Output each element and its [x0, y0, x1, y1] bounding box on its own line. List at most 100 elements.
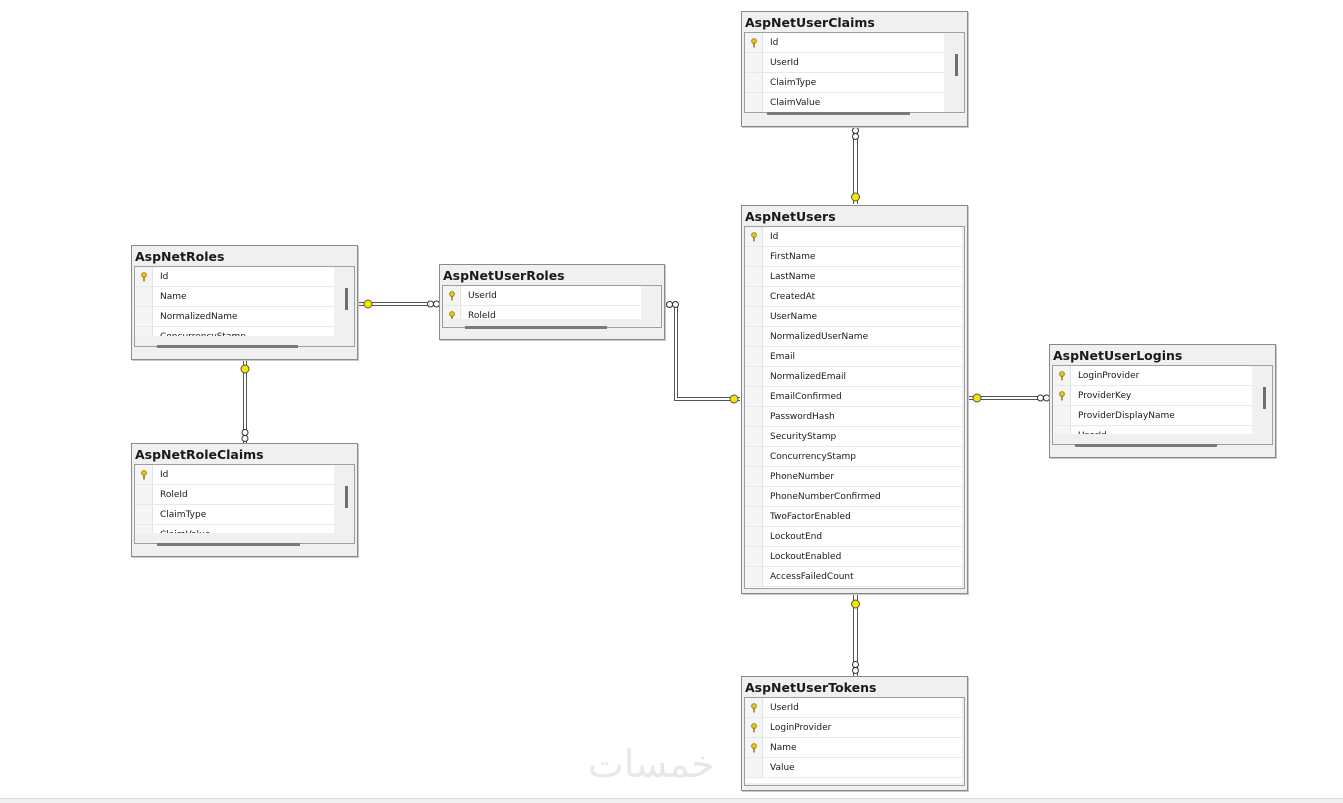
column-row[interactable]: ClaimType: [135, 505, 334, 525]
column-row[interactable]: PasswordHash: [745, 407, 962, 427]
relationship-line: [666, 305, 740, 398]
one-end-icon: [972, 393, 982, 403]
column-row[interactable]: ProviderDisplayName: [1053, 406, 1252, 426]
column-name: ClaimValue: [770, 98, 821, 108]
column-name: CreatedAt: [770, 292, 816, 302]
many-end-icon: [241, 429, 249, 436]
column-row[interactable]: Id: [135, 465, 334, 485]
vertical-scrollbar[interactable]: [345, 486, 348, 508]
table-aspnetroles[interactable]: AspNetRoles Id Name NormalizedName Concu…: [131, 245, 358, 360]
key-icon: [751, 743, 757, 753]
column-row[interactable]: Id: [135, 267, 334, 287]
column-row[interactable]: LastName: [745, 267, 962, 287]
one-end-icon: [240, 364, 250, 374]
column-name: AccessFailedCount: [770, 572, 854, 582]
column-name: Id: [770, 232, 779, 242]
table-title: AspNetUserTokens: [745, 680, 877, 695]
column-row[interactable]: UserId: [745, 53, 944, 73]
column-name: UserId: [468, 291, 497, 301]
many-end-icon: [852, 661, 859, 668]
table-aspnetuserlogins[interactable]: AspNetUserLogins LoginProvider ProviderK…: [1049, 344, 1276, 458]
column-row[interactable]: LockoutEnabled: [745, 547, 962, 567]
column-name: ConcurrencyStamp: [160, 327, 246, 336]
rows: Id Name NormalizedName ConcurrencyStamp: [135, 267, 334, 336]
column-row[interactable]: Value: [745, 758, 962, 778]
table-title: AspNetUserLogins: [1053, 348, 1183, 363]
column-row[interactable]: LockoutEnd: [745, 527, 962, 547]
one-end-icon: [363, 299, 373, 309]
column-name: LastName: [770, 272, 816, 282]
column-name: SecurityStamp: [770, 432, 837, 442]
column-row[interactable]: Name: [745, 738, 962, 758]
rows: UserId LoginProvider Name Value: [745, 698, 962, 783]
column-row[interactable]: Name: [135, 287, 334, 307]
column-row[interactable]: LoginProvider: [745, 718, 962, 738]
column-row[interactable]: PhoneNumber: [745, 467, 962, 487]
horizontal-scrollbar[interactable]: [157, 345, 298, 348]
watermark: خمسات: [588, 742, 715, 786]
table-aspnetuserroles[interactable]: AspNetUserRoles UserId RoleId: [439, 264, 665, 340]
column-name: UserId: [1078, 426, 1107, 434]
column-row[interactable]: Email: [745, 347, 962, 367]
column-name: LockoutEnabled: [770, 552, 842, 562]
table-aspnetusertokens[interactable]: AspNetUserTokens UserId LoginProvider Na…: [741, 676, 968, 791]
column-row[interactable]: UserId: [443, 286, 641, 306]
column-name: ClaimValue: [160, 525, 210, 533]
column-row[interactable]: PhoneNumberConfirmed: [745, 487, 962, 507]
column-row[interactable]: ClaimType: [745, 73, 944, 93]
column-row[interactable]: EmailConfirmed: [745, 387, 962, 407]
column-name: Id: [770, 38, 779, 48]
column-row[interactable]: TwoFactorEnabled: [745, 507, 962, 527]
column-row[interactable]: RoleId: [135, 485, 334, 505]
column-name: ProviderDisplayName: [1078, 411, 1175, 421]
column-row[interactable]: ProviderKey: [1053, 386, 1252, 406]
column-row[interactable]: FirstName: [745, 247, 962, 267]
column-name: NormalizedEmail: [770, 372, 847, 382]
column-row[interactable]: UserId: [1053, 426, 1252, 434]
column-name: PhoneNumberConfirmed: [770, 492, 881, 502]
column-row[interactable]: ClaimValue: [135, 525, 334, 533]
column-row[interactable]: ConcurrencyStamp: [745, 447, 962, 467]
column-name: Email: [770, 352, 795, 362]
horizontal-scrollbar[interactable]: [465, 326, 607, 329]
column-row[interactable]: RoleId: [443, 306, 641, 319]
table-aspnetusers[interactable]: AspNetUsers Id FirstName LastName Create…: [741, 205, 968, 594]
vertical-scrollbar[interactable]: [955, 54, 958, 76]
column-row[interactable]: NormalizedEmail: [745, 367, 962, 387]
column-row[interactable]: NormalizedUserName: [745, 327, 962, 347]
column-name: LoginProvider: [770, 723, 832, 733]
key-icon: [751, 38, 757, 48]
rows: Id RoleId ClaimType ClaimValue: [135, 465, 334, 533]
table-title: AspNetUserRoles: [443, 268, 565, 283]
one-end-icon: [851, 192, 860, 202]
many-end-icon: [666, 301, 673, 308]
column-name: Id: [160, 272, 169, 282]
column-row[interactable]: AccessFailedCount: [745, 567, 962, 587]
horizontal-scrollbar[interactable]: [767, 112, 910, 115]
table-aspnetuserclaims[interactable]: AspNetUserClaims Id UserId ClaimType Cla…: [741, 11, 968, 127]
column-row[interactable]: UserId: [745, 698, 962, 718]
column-row[interactable]: CreatedAt: [745, 287, 962, 307]
column-name: NormalizedName: [160, 312, 238, 322]
horizontal-scrollbar[interactable]: [157, 543, 300, 546]
horizontal-scrollbar[interactable]: [1075, 444, 1217, 447]
column-name: Id: [160, 470, 169, 480]
column-row[interactable]: ConcurrencyStamp: [135, 327, 334, 336]
column-list: LoginProvider ProviderKey ProviderDispla…: [1052, 365, 1273, 447]
key-icon: [751, 723, 757, 733]
column-name: UserName: [770, 312, 818, 322]
column-row[interactable]: SecurityStamp: [745, 427, 962, 447]
column-row[interactable]: NormalizedName: [135, 307, 334, 327]
vertical-scrollbar[interactable]: [345, 288, 348, 310]
column-row[interactable]: ClaimValue: [745, 93, 944, 112]
column-list: Id UserId ClaimType ClaimValue: [744, 32, 965, 115]
column-row[interactable]: Id: [745, 33, 944, 53]
key-icon: [449, 311, 455, 319]
key-icon: [1059, 371, 1065, 381]
vertical-scrollbar[interactable]: [1263, 387, 1266, 409]
column-row[interactable]: Id: [745, 227, 962, 247]
table-aspnetroleclaims[interactable]: AspNetRoleClaims Id RoleId ClaimType Cla…: [131, 443, 358, 557]
column-row[interactable]: LoginProvider: [1053, 366, 1252, 386]
column-row[interactable]: UserName: [745, 307, 962, 327]
